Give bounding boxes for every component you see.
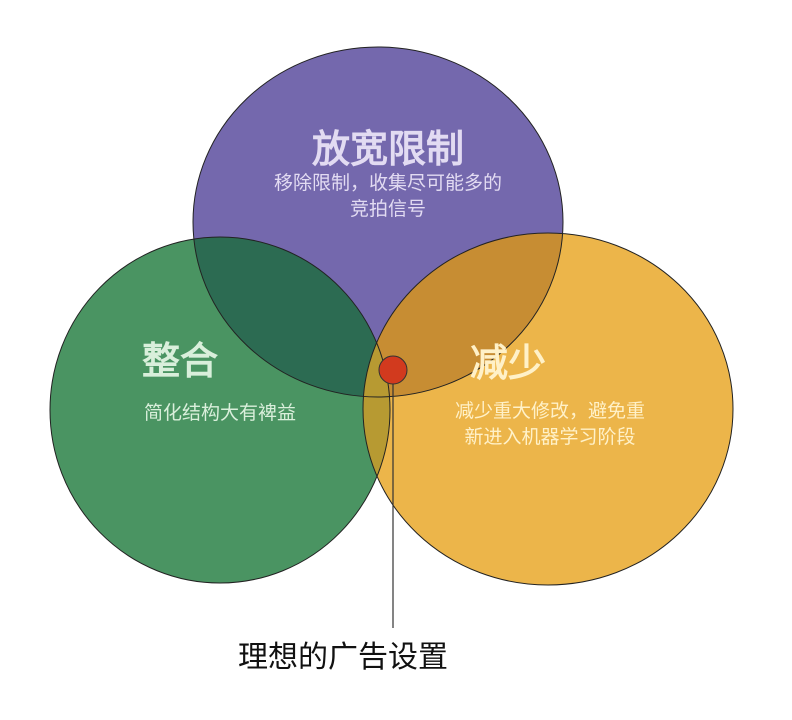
right-set-title: 减少 (469, 341, 546, 385)
left-set-desc: 简化结构大有裨益 (143, 402, 296, 424)
left-set-title: 整合 (141, 339, 218, 383)
center-dot (378, 355, 408, 385)
top-set-title: 放宽限制 (311, 127, 464, 171)
top-set-desc-line2: 竞拍信号 (349, 198, 426, 220)
top-set-desc-line1: 移除限制，收集尽可能多的 (273, 172, 502, 194)
purple-yellow-overlap (363, 233, 563, 397)
purple-green-overlap (193, 237, 390, 397)
right-set-desc-line1: 减少重大修改，避免重 (454, 400, 645, 422)
center-label: 理想的广告设置 (238, 640, 448, 675)
right-set-desc-line2: 新进入机器学习阶段 (464, 426, 636, 448)
